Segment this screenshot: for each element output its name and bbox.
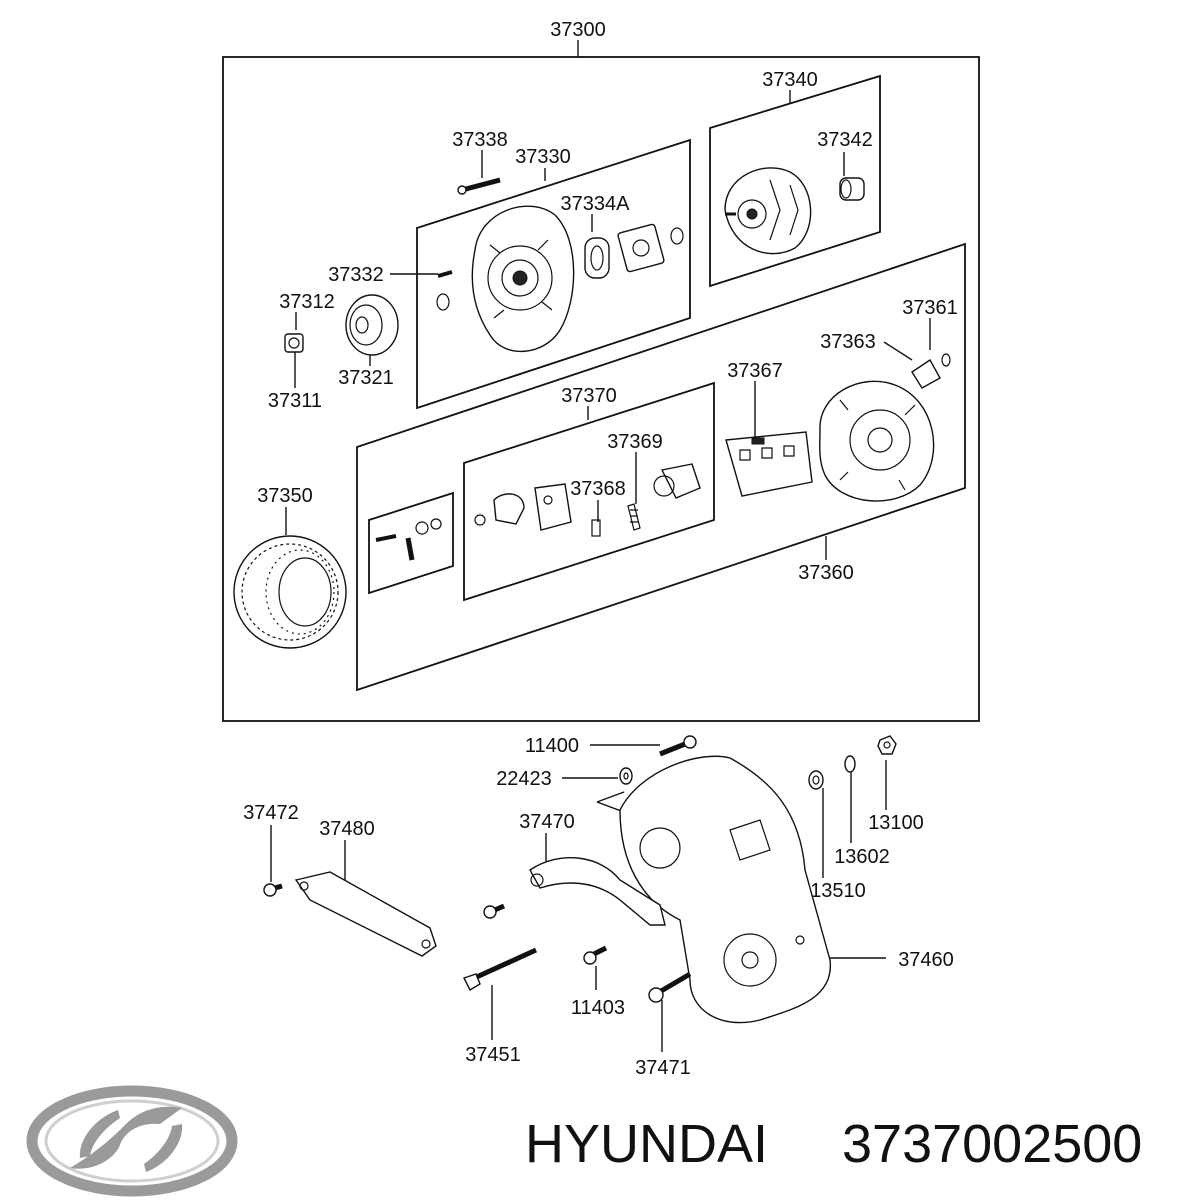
label-37312: 37312 (279, 291, 335, 313)
label-37321: 37321 (338, 367, 394, 389)
bracket-37470 (529, 857, 666, 926)
assembly-frame-37300 (222, 56, 980, 722)
washer-13510 (808, 770, 824, 790)
label-11403: 11403 (571, 997, 625, 1019)
hyundai-logo-icon (26, 1085, 238, 1197)
bearing-37334a (584, 223, 684, 279)
bolt-37471 (648, 971, 692, 1003)
label-22423: 22423 (496, 768, 552, 790)
brush-holder-37369 (591, 463, 701, 537)
leader-lines (270, 90, 931, 1052)
timing-cover-37460 (619, 755, 831, 1024)
label-13602: 13602 (834, 846, 890, 868)
label-37472: 37472 (243, 802, 299, 824)
regulator-37370 (474, 483, 572, 531)
rectifier-37367 (725, 431, 813, 497)
label-37451: 37451 (465, 1044, 521, 1066)
bolt-37451 (463, 947, 538, 991)
label-37311: 37311 (268, 390, 322, 412)
label-37340: 37340 (762, 69, 818, 91)
label-37363: 37363 (820, 331, 876, 353)
front-bracket-37330 (471, 205, 575, 352)
label-37470: 37470 (519, 811, 575, 833)
label-37330: 37330 (515, 146, 571, 168)
label-37370: 37370 (561, 385, 617, 407)
label-13510: 13510 (810, 880, 866, 902)
label-37368: 37368 (570, 478, 626, 500)
washer-13602 (844, 755, 856, 773)
label-37460: 37460 (898, 949, 954, 971)
label-37300: 37300 (550, 19, 606, 41)
label-37367: 37367 (727, 360, 783, 382)
label-37334a: 37334A (561, 193, 631, 215)
rotor-group-box (709, 74, 881, 288)
stator-37350 (233, 535, 347, 649)
label-37480: 37480 (319, 818, 375, 840)
bolt-37472 (263, 883, 283, 897)
part-number: 3737002500 (842, 1114, 1142, 1174)
brand-name: HYUNDAI (525, 1114, 768, 1174)
bolt-11403 (583, 945, 608, 965)
cover-cap-37363 (911, 353, 951, 389)
brace-37480 (294, 871, 437, 957)
label-37338: 37338 (452, 129, 508, 151)
label-37332: 37332 (328, 264, 384, 286)
terminal-group-box (368, 491, 454, 595)
label-37369: 37369 (607, 431, 663, 453)
rear-bracket-37360 (819, 380, 935, 502)
nut-13100 (877, 735, 897, 755)
nut-37312 (284, 333, 304, 353)
label-37350: 37350 (257, 485, 313, 507)
bolt-11400 (659, 735, 697, 757)
pulley-37321 (345, 294, 399, 356)
label-37471: 37471 (635, 1057, 691, 1079)
regulator-group-box (463, 381, 715, 602)
terminal-parts (375, 518, 442, 561)
bearing-37342 (839, 177, 865, 201)
rotor-37340 (724, 167, 812, 255)
through-bolt-37338 (457, 177, 501, 195)
front-bracket-group-box (416, 138, 691, 410)
screw-37332 (436, 270, 453, 311)
label-37360: 37360 (798, 562, 854, 584)
label-11400: 11400 (525, 735, 579, 757)
label-13100: 13100 (868, 812, 924, 834)
bolt-unlabeled (483, 903, 505, 919)
label-37361: 37361 (902, 297, 958, 319)
washer-22423 (619, 767, 633, 785)
part-labels: 37300 37340 37338 37330 37342 37334A 373… (243, 19, 958, 1079)
label-37342: 37342 (817, 129, 873, 151)
rear-bracket-group-box (356, 242, 966, 692)
